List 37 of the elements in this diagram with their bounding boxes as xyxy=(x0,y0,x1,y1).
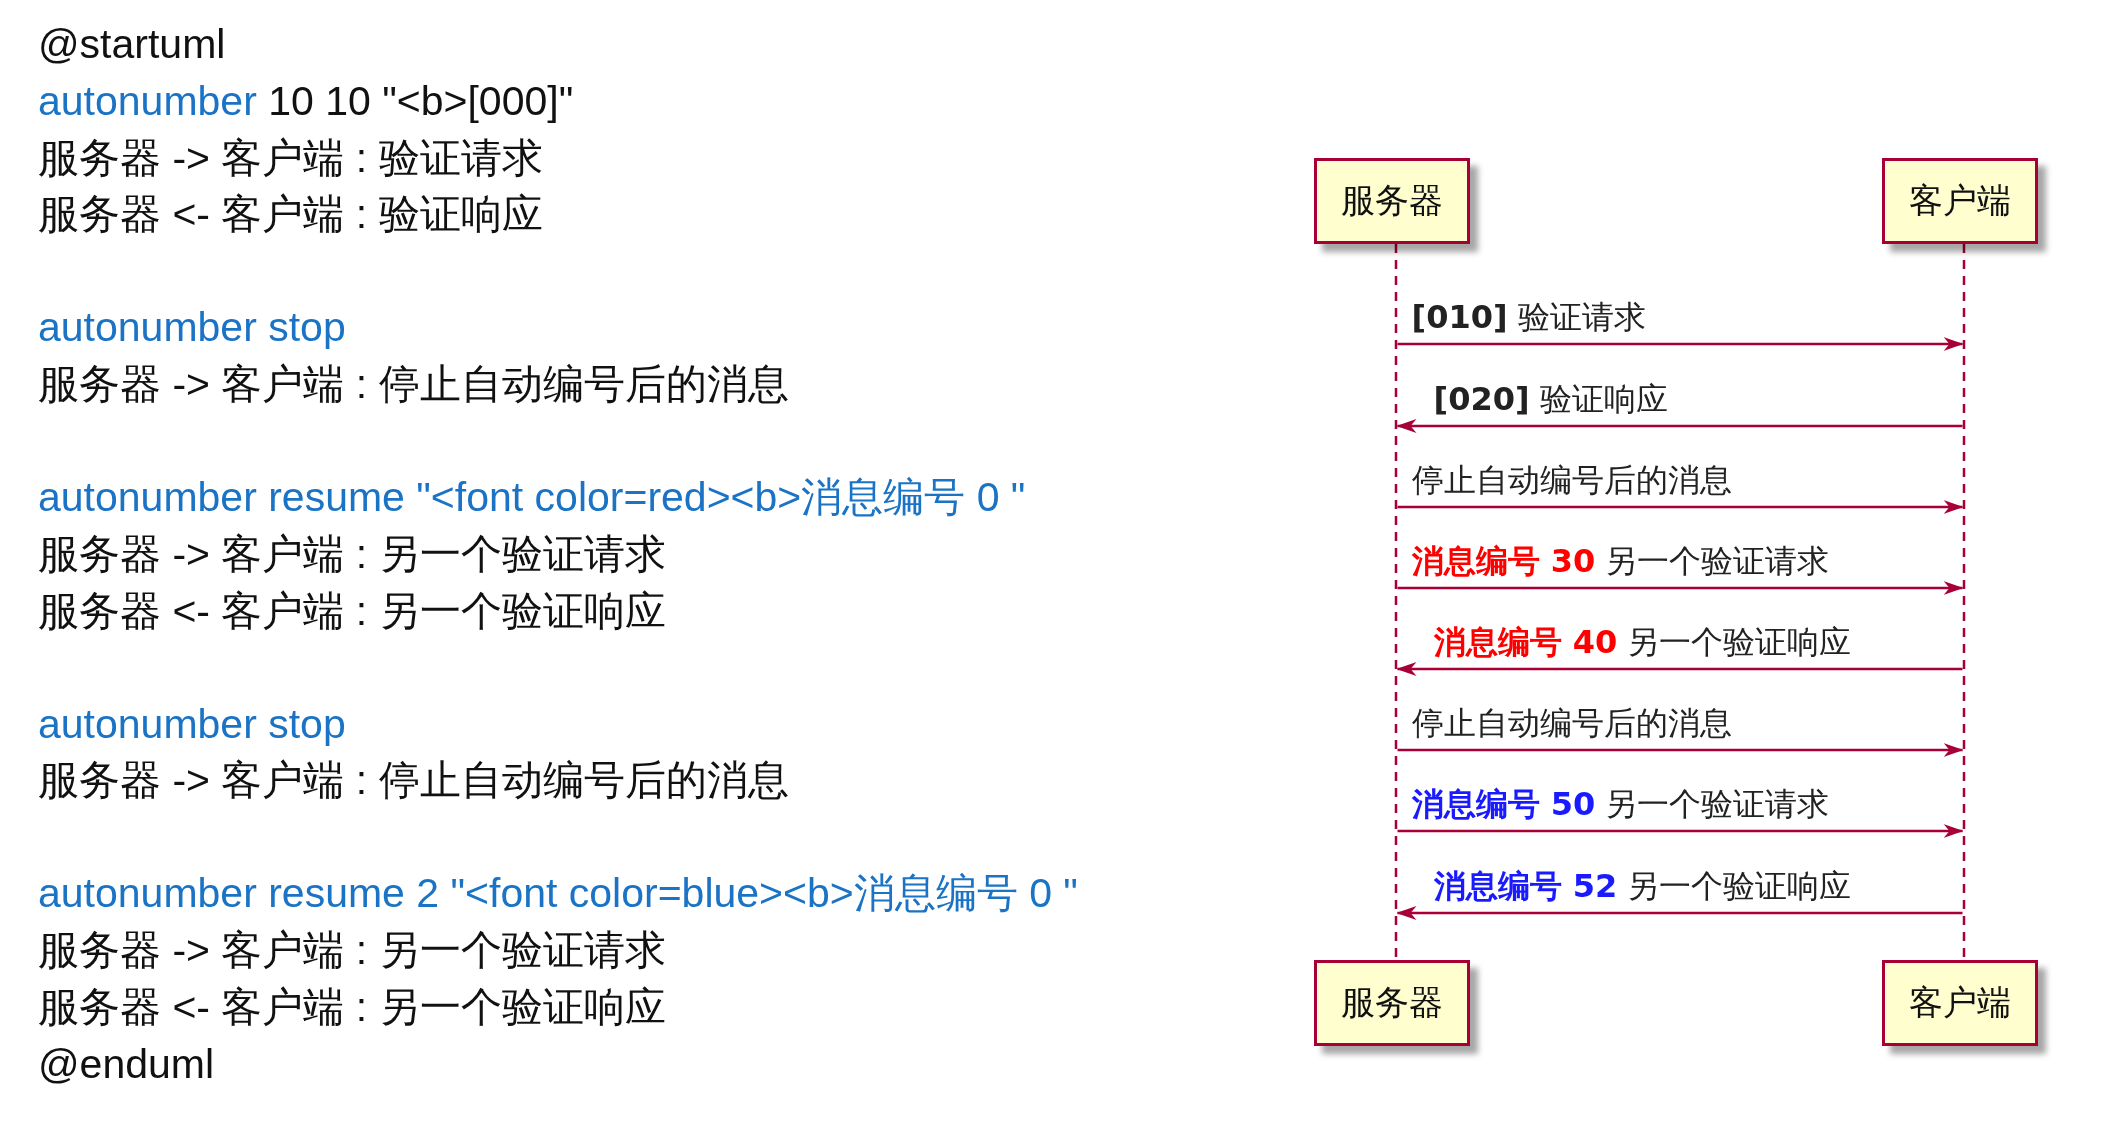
participant-box: 客户端 xyxy=(1882,158,2038,244)
message-arrow xyxy=(1396,662,1963,676)
code-line: 服务器 -> 客户端 : 停止自动编号后的消息 xyxy=(38,360,789,408)
code-line: autonumber resume 2 "<font color=blue><b>消息编号 0 " xyxy=(38,869,1078,917)
participant-box: 服务器 xyxy=(1314,158,1470,244)
message-arrow xyxy=(1397,581,1964,595)
lifeline xyxy=(1394,244,1398,960)
code-line: 服务器 <- 客户端 : 另一个验证响应 xyxy=(38,983,666,1031)
message-arrow xyxy=(1397,824,1964,838)
code-line: autonumber resume "<font color=red><b>消息编号 0 " xyxy=(38,473,1026,521)
code-line: 服务器 <- 客户端 : 另一个验证响应 xyxy=(38,587,666,635)
code-line: autonumber stop xyxy=(38,303,346,351)
message-label: 消息编号 40 另一个验证响应 xyxy=(1433,623,1852,661)
code-line: 服务器 -> 客户端 : 另一个验证请求 xyxy=(38,926,666,974)
code-line: autonumber 10 10 "<b>[000]" xyxy=(38,77,574,125)
code-line: 服务器 -> 客户端 : 停止自动编号后的消息 xyxy=(38,756,789,804)
message-label: [020] 验证响应 xyxy=(1433,380,1668,418)
lifeline xyxy=(1962,244,1966,960)
code-line: @startuml xyxy=(38,20,226,68)
message-arrow xyxy=(1397,337,1964,351)
message-label: [010] 验证请求 xyxy=(1411,298,1646,336)
message-label: 停止自动编号后的消息 xyxy=(1411,461,1732,499)
message-label: 消息编号 52 另一个验证响应 xyxy=(1433,867,1852,905)
message-arrow xyxy=(1397,500,1964,514)
message-label: 消息编号 30 另一个验证请求 xyxy=(1411,542,1830,580)
message-label: 消息编号 50 另一个验证请求 xyxy=(1411,785,1830,823)
code-line: 服务器 -> 客户端 : 验证请求 xyxy=(38,134,543,182)
message-arrow xyxy=(1396,419,1963,433)
participant-box: 服务器 xyxy=(1314,960,1470,1046)
code-line: @enduml xyxy=(38,1040,215,1088)
message-arrow xyxy=(1397,743,1964,757)
code-line: 服务器 <- 客户端 : 验证响应 xyxy=(38,190,543,238)
participant-box: 客户端 xyxy=(1882,960,2038,1046)
message-label: 停止自动编号后的消息 xyxy=(1411,704,1732,742)
code-line: 服务器 -> 客户端 : 另一个验证请求 xyxy=(38,530,666,578)
code-line: autonumber stop xyxy=(38,700,346,748)
message-arrow xyxy=(1396,906,1963,920)
